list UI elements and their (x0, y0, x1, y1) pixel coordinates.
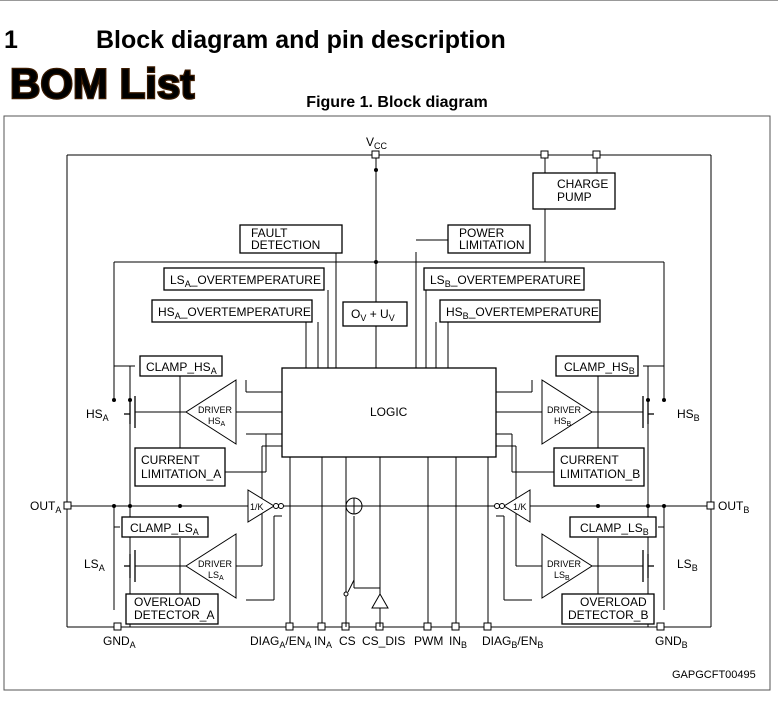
driver-lsa-label-1: DRIVER (198, 559, 233, 569)
hs-a-label: HSA (86, 407, 109, 423)
figure-frame (3, 115, 771, 691)
ls-a-mosfet (124, 550, 136, 582)
fault-detection-box (239, 224, 343, 254)
current-lim-a-label-1: CURRENT (141, 453, 200, 467)
lsb-overtemp-box (423, 267, 585, 291)
in-b-label: INB (449, 634, 467, 650)
gnd-b-pin (656, 622, 665, 631)
current-lim-b-box (553, 447, 645, 487)
charge-pump-label-1: CHARGE (557, 177, 608, 191)
logo-text: BOM List (10, 60, 194, 106)
logic-box (281, 367, 497, 458)
charge-pump-box (532, 172, 616, 210)
inv-k-b-triangle (503, 489, 531, 523)
driver-hsb-label-1: DRIVER (547, 405, 582, 415)
gnd-a-label: GNDA (103, 634, 136, 650)
top-rule (0, 0, 778, 1)
diag-b-label: DIAGB/ENB (482, 634, 543, 650)
inv-k-b-label: 1/K (513, 502, 527, 512)
section-title: Block diagram and pin description (96, 26, 506, 54)
current-lim-b-label-1: CURRENT (560, 453, 619, 467)
section-number: 1 (4, 26, 18, 54)
inv-k-a-label: 1/K (250, 502, 264, 512)
diag-a-label: DIAGA/ENA (250, 634, 311, 650)
ls-b-mosfet (642, 550, 654, 582)
current-lim-a-label-2: LIMITATION_A (141, 467, 221, 481)
out-b-label: OUTB (718, 499, 749, 515)
bom-list-logo: BOM List (9, 59, 196, 106)
hs-b-mosfet (642, 396, 654, 428)
hs-a-mosfet (124, 396, 136, 428)
clamp-hsa-label: CLAMP_HSA (146, 360, 217, 376)
driver-hsa-label-1: DRIVER (198, 405, 233, 415)
overload-a-label-1: OVERLOAD (134, 595, 201, 609)
overload-b-label-1: OVERLOAD (580, 595, 647, 609)
section-heading: 1 Block diagram and pin description (4, 26, 506, 55)
ov-uv-label: OV + UV (351, 307, 395, 323)
overload-a-box (125, 593, 219, 625)
clamp-hsb-box (555, 355, 639, 377)
power-limitation-label-2: LIMITATION (459, 238, 525, 252)
lsa-overtemp-label: LSA_OVERTEMPERATURE (170, 273, 321, 289)
driver-lsb-label-1: DRIVER (547, 559, 582, 569)
vcc-pin (371, 150, 380, 159)
hsa-overtemp-box (151, 299, 313, 323)
out-a-pin (63, 501, 72, 510)
overload-b-box (561, 593, 655, 625)
hsb-overtemp-box (439, 299, 601, 323)
current-lim-a-box (134, 447, 226, 487)
hsb-overtemp-label: HSB_OVERTEMPERATURE (446, 305, 599, 321)
inv-k-a-triangle (247, 489, 275, 523)
overload-a-label-2: DETECTOR_A (134, 608, 214, 622)
clamp-lsa-label: CLAMP_LSA (130, 521, 199, 537)
driver-lsb-label-2: LSB (554, 570, 570, 582)
lsa-overtemp-box (163, 267, 325, 291)
clamp-hsa-box (139, 355, 223, 377)
driver-lsa-label-2: LSA (208, 570, 224, 582)
figure-code: GAPGCFT00495 (672, 669, 756, 681)
current-lim-b-label-2: LIMITATION_B (560, 467, 640, 481)
clamp-hsb-label: CLAMP_HSB (564, 360, 635, 376)
gnd-a-pin (113, 622, 122, 631)
clamp-lsa-box (121, 516, 209, 538)
driver-hsa-triangle (185, 379, 237, 445)
power-limitation-box (447, 224, 531, 254)
pwm-label: PWM (414, 634, 443, 648)
hs-b-label: HSB (677, 407, 700, 423)
figure-title: Figure 1. Block diagram (306, 94, 488, 111)
driver-hsb-label-2: HSB (554, 416, 572, 428)
ls-b-label: LSB (677, 557, 698, 573)
charge-pump-label-2: PUMP (557, 190, 592, 204)
ov-uv-box (342, 301, 408, 327)
cs-dis-label: CS_DIS (362, 634, 405, 648)
gnd-b-label: GNDB (655, 634, 688, 650)
driver-lsb-triangle (541, 533, 593, 599)
cs-label: CS (339, 634, 356, 648)
clamp-lsb-box (569, 516, 657, 538)
logic-label: LOGIC (370, 405, 408, 419)
power-limitation-label-1: POWER (459, 226, 505, 240)
driver-lsa-triangle (185, 533, 237, 599)
driver-hsa-label-2: HSA (208, 416, 226, 428)
hsa-overtemp-label: HSA_OVERTEMPERATURE (158, 305, 311, 321)
lsb-overtemp-label: LSB_OVERTEMPERATURE (430, 273, 581, 289)
out-b-pin (706, 501, 715, 510)
in-a-label: INA (314, 634, 332, 650)
fault-detection-label-2: DETECTION (251, 238, 320, 252)
clamp-lsb-label: CLAMP_LSB (580, 521, 649, 537)
ls-a-label: LSA (84, 557, 105, 573)
driver-hsb-triangle (541, 379, 593, 445)
cs-dis-buffer (371, 592, 389, 609)
overload-b-label-2: DETECTOR_B (568, 608, 648, 622)
fault-detection-label-1: FAULT (251, 226, 288, 240)
out-a-label: OUTA (30, 499, 61, 515)
vcc-label: VCC (366, 135, 388, 151)
